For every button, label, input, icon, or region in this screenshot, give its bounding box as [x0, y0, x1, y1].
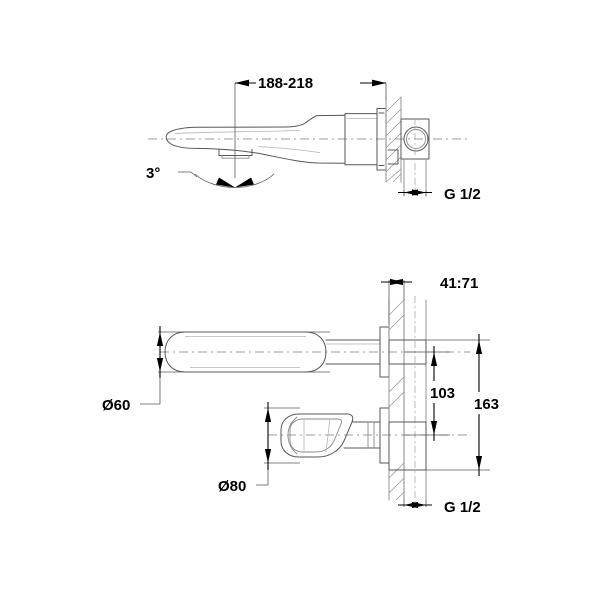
dim-103-label: 103	[430, 385, 455, 402]
spout-highlight	[174, 130, 301, 134]
dim-outlet-angle: 3°	[146, 165, 275, 188]
dim-wall-offset-label: 41:71	[440, 275, 478, 292]
plan-wall-hatching	[388, 299, 405, 501]
dim-projection-arrow-right	[372, 79, 386, 87]
valve-port-inner	[406, 129, 426, 149]
side-elevation-view: 188-218 3° G 1/2	[146, 71, 481, 203]
dim-handle-dia-arrow-top	[264, 408, 272, 422]
plan-spout-escutcheon	[379, 326, 390, 378]
valve-port-outer	[403, 126, 429, 152]
dim-handle-dia-label: Ø80	[218, 478, 246, 495]
angle-arrow-left	[216, 177, 235, 188]
aerator-ring	[221, 155, 250, 159]
dim-103-arrow-top	[430, 352, 438, 366]
note-thread-top-label: G 1/2	[444, 186, 481, 203]
dim-spout-dia-arrow-bottom	[156, 358, 164, 372]
plan-handle-crease-right	[325, 417, 331, 453]
dim-163-text-bg	[472, 392, 514, 414]
escutcheon-detail	[378, 112, 385, 166]
dim-163-label: 163	[474, 396, 499, 413]
plan-view: 41:71 Ø60 Ø80	[102, 275, 514, 516]
note-thread-bottom-label: G 1/2	[444, 499, 481, 516]
dim-103-arrow-bottom	[430, 421, 438, 435]
dim-projection-arrow-left	[235, 79, 249, 87]
thread-bottom-arrow-right	[412, 501, 426, 509]
dim-projection-text-bg	[256, 71, 360, 94]
spout-lower-shade	[257, 146, 321, 153]
plan-handle-body	[280, 413, 354, 458]
dim-wall-offset-arrow-right	[390, 278, 404, 286]
angle-arc	[194, 173, 275, 188]
note-thread-top: G 1/2	[398, 186, 481, 203]
plan-handle-escutcheon	[379, 407, 390, 464]
plan-handle-inner	[289, 418, 343, 453]
spout-outline	[165, 114, 346, 164]
dim-outlet-angle-label: 3°	[146, 165, 160, 182]
plan-handle-connector	[388, 421, 427, 471]
dim-spout-dia-label: Ø60	[102, 397, 130, 414]
dim-projection: 188-218	[234, 71, 387, 178]
dim-handle-dia-leader	[256, 470, 269, 486]
plan-handle-end-cap	[287, 416, 298, 455]
dim-overall-height: 163	[426, 334, 514, 476]
dim-163-arrow-bottom	[475, 456, 483, 470]
dim-163-arrow-top	[475, 340, 483, 354]
angle-arrow-right	[235, 177, 254, 188]
dim-handle-dia-arrow-bottom	[264, 449, 272, 463]
dim-spout-dia-arrow-top	[156, 332, 164, 346]
wall-hatching	[385, 96, 402, 183]
thread-top-arrow-right	[412, 189, 426, 196]
dim-103-text-bg	[428, 381, 470, 403]
note-thread-bottom: G 1/2	[398, 499, 481, 516]
valve-connector	[387, 149, 399, 165]
dim-spout-to-handle: 103	[404, 346, 470, 441]
dim-handle-diameter: Ø80	[218, 402, 300, 495]
dim-spout-diameter: Ø60	[102, 326, 330, 414]
dim-spout-dia-leader	[140, 378, 161, 405]
aerator-nub	[218, 148, 253, 156]
angle-leader	[178, 171, 198, 178]
dim-wall-offset: 41:71	[381, 275, 478, 325]
dim-projection-label: 188-218	[258, 75, 313, 92]
